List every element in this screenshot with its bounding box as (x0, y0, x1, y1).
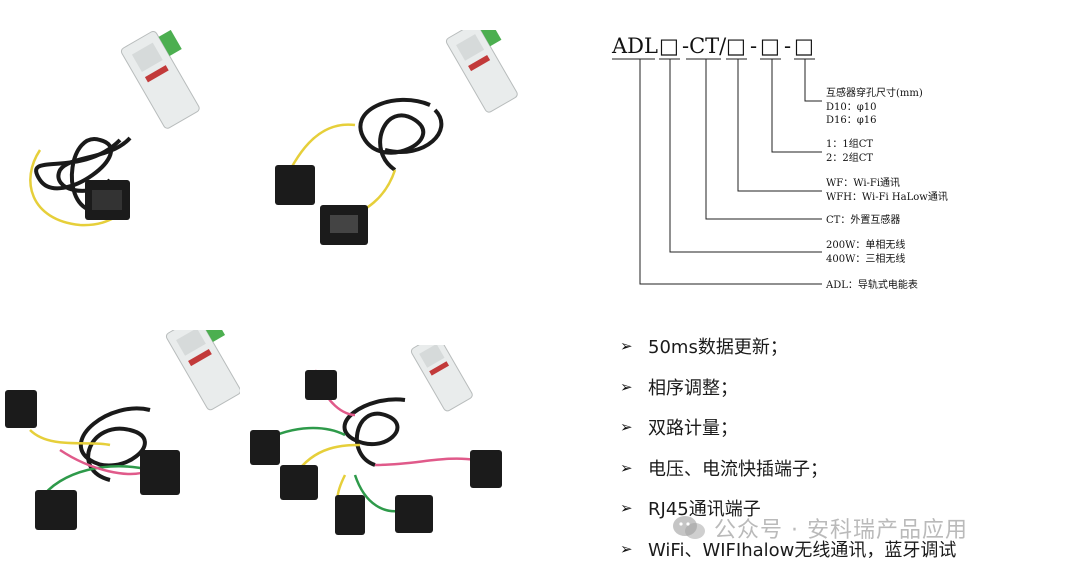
code-sep-1: - (750, 34, 757, 58)
watermark: 公众号 · 安科瑞产品应用 (672, 512, 968, 544)
bullet-arrow-icon: ➢ (620, 337, 633, 356)
feature-text: 50ms数据更新； (648, 337, 788, 359)
code-sep-2: - (784, 34, 791, 58)
annotation-size-line-2: D10：φ10 (826, 102, 876, 113)
code-box-2: □ (726, 34, 746, 58)
bullet-arrow-icon: ➢ (620, 539, 633, 558)
feature-text: 相序调整； (648, 377, 738, 399)
code-leader-lines (639, 59, 822, 285)
annotation-ct-count-line-1: 1：1组CT (826, 137, 873, 150)
product-photo-three-ct (0, 315, 241, 560)
feature-text: WiFi、WIFIhalow无线通讯，蓝牙调试 (648, 539, 957, 561)
code-box-1: □ (659, 34, 679, 58)
annotation-series-line-1: ADL：导轨式电能表 (825, 278, 918, 291)
annotation-comm-line-2: WFH：Wi-Fi HaLow通讯 (826, 191, 948, 203)
code-mid: -CT/ (682, 34, 727, 58)
product-photo-two-ct (255, 22, 525, 260)
feature-item: ➢ 相序调整； (620, 367, 956, 408)
annotation-comm-line-1: WF：Wi-Fi通讯 (826, 177, 900, 189)
feature-item: ➢ 双路计量； (620, 407, 956, 448)
watermark-text: 公众号 · 安科瑞产品应用 (714, 518, 968, 543)
annotation-ct-count-line-2: 2：2组CT (826, 151, 873, 164)
feature-item: ➢ RJ45通讯端子 (620, 488, 956, 529)
product-photo-six-ct (235, 334, 525, 560)
meter-one-ct-photo (29, 29, 200, 227)
annotation-size-line-3: D16：φ16 (826, 115, 876, 126)
feature-item: ➢ 电压、电流快插端子； (620, 448, 956, 489)
model-code-diagram: ADL □ -CT/ □ - □ - □ 互感器穿孔尺寸(mm) D10：φ10… (600, 26, 1000, 306)
bullet-arrow-icon: ➢ (620, 377, 633, 396)
annotation-phase-line-2: 400W：三相无线 (826, 252, 905, 265)
meter-three-ct-photo (5, 315, 241, 530)
feature-item: ➢ 50ms数据更新； (620, 326, 956, 367)
meter-two-ct-photo (275, 22, 518, 245)
bullet-arrow-icon: ➢ (620, 418, 633, 437)
feature-list: ➢ 50ms数据更新； ➢ 相序调整； ➢ 双路计量； ➢ 电压、电流快插端子；… (620, 326, 956, 569)
annotation-size-line-1: 互感器穿孔尺寸(mm) (826, 86, 923, 99)
code-prefix: ADL (611, 34, 658, 58)
code-box-3: □ (760, 34, 780, 58)
meter-six-ct-photo (250, 334, 502, 535)
product-photo-single-ct (0, 29, 210, 245)
feature-text: RJ45通讯端子 (648, 499, 761, 521)
feature-item: ➢ WiFi、WIFIhalow无线通讯，蓝牙调试 (620, 529, 956, 570)
feature-text: 双路计量； (648, 418, 738, 440)
annotation-ct-line-1: CT：外置互感器 (826, 213, 900, 226)
code-box-4: □ (794, 34, 814, 58)
annotation-phase-line-1: 200W：单相无线 (826, 238, 905, 251)
bullet-arrow-icon: ➢ (620, 499, 633, 518)
bullet-arrow-icon: ➢ (620, 458, 633, 477)
wechat-icon (673, 516, 705, 539)
feature-text: 电压、电流快插端子； (648, 458, 828, 480)
